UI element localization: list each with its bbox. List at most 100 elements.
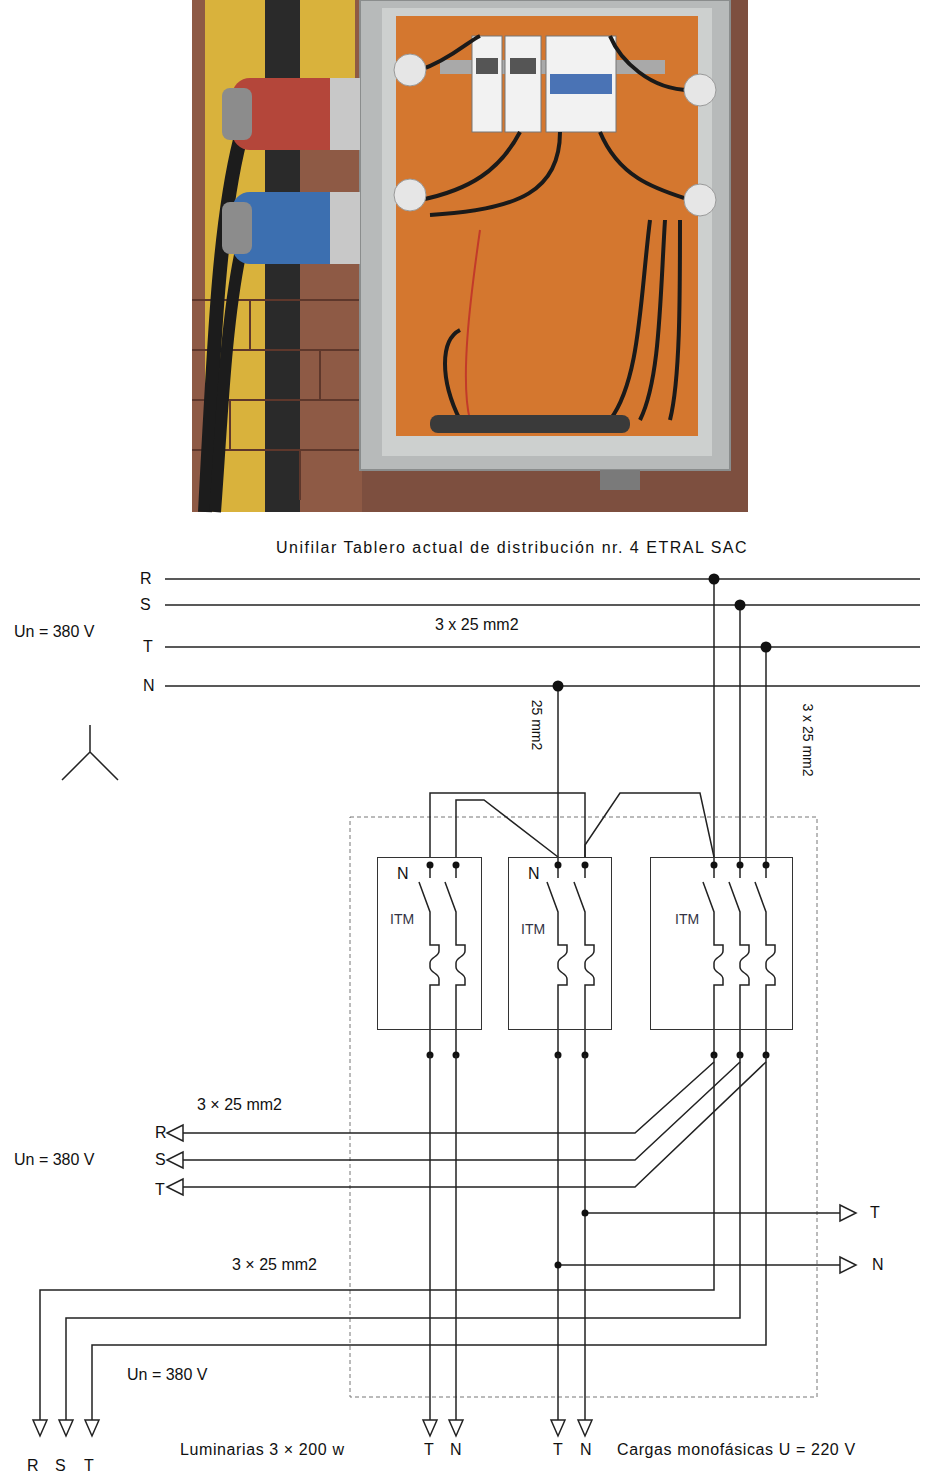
wire-label: S: [155, 1151, 166, 1169]
breaker-pole: [703, 865, 723, 1055]
photo-part: [466, 230, 480, 420]
breaker-box: N ITM: [508, 857, 612, 1030]
outgoing-wires-part: [66, 1055, 740, 1420]
photo-part: [394, 179, 426, 211]
wire-label: 3 × 25 mm2: [197, 1096, 282, 1114]
arrow-heads-part: [33, 1420, 47, 1436]
arrow-heads-part: [59, 1420, 73, 1436]
outgoing-wires-part: [585, 1212, 840, 1214]
wire-label: Un = 380 V: [14, 1151, 95, 1169]
panel-enclosure: [350, 817, 817, 1397]
breaker-pole: [755, 865, 775, 1055]
bus-lines-part: [62, 725, 118, 780]
arrow-heads-part: [167, 1179, 183, 1195]
outgoing-wires-part: [429, 1055, 431, 1420]
junction-dots-part: [761, 642, 772, 653]
device-label: ITM: [521, 920, 545, 938]
wire-label: T: [143, 638, 153, 656]
photo-part: [215, 255, 240, 512]
bus-lines-part: [165, 604, 920, 606]
terminal-dot: [453, 862, 460, 869]
bus-lines-part: [713, 579, 715, 865]
photo-part: [600, 470, 640, 490]
photo-part-part: [640, 220, 665, 420]
wire-label: 3 × 25 mm2: [232, 1256, 317, 1274]
outgoing-wires-part: [558, 1264, 840, 1266]
terminal-dot: [555, 862, 562, 869]
photo-part: [550, 74, 612, 94]
wire-label: 25 mm2: [528, 700, 546, 751]
photo-part-part: [445, 330, 460, 420]
photo-part: [472, 36, 502, 132]
arrow-heads-part: [449, 1420, 463, 1436]
wire-label: 3 x 25 mm2: [799, 703, 817, 776]
arrow-heads-part: [85, 1420, 99, 1436]
photo-part: [684, 184, 716, 216]
outgoing-wires: [40, 1055, 840, 1420]
photo-part-part: [229, 400, 231, 450]
arrow-heads-part: [840, 1257, 856, 1273]
outgoing-wires-part: [40, 1055, 714, 1420]
photo-part: [192, 0, 362, 512]
photo-part: [394, 54, 426, 86]
photo-part-part: [299, 450, 301, 500]
photo-part: [430, 415, 630, 433]
junction-dots-part: [582, 1210, 589, 1217]
photo-part: [360, 0, 730, 470]
wire-label: Cargas monofásicas U = 220 V: [617, 1441, 856, 1459]
arrow-heads-part: [423, 1420, 437, 1436]
wire-label: N: [143, 677, 155, 695]
jumper-wire: [456, 800, 558, 857]
photo-part: [476, 58, 498, 74]
photo-part-part: [610, 220, 650, 420]
photo-part: [420, 36, 690, 420]
terminal-dot: [711, 862, 718, 869]
wire-label: Un = 380 V: [127, 1366, 208, 1384]
photo-part-part: [610, 36, 690, 90]
photo-part: [205, 140, 240, 512]
breaker-poles: [419, 862, 775, 1059]
jumper-wire: [430, 793, 585, 857]
junction-dots: [555, 1210, 589, 1269]
junction-dots-part: [735, 600, 746, 611]
bus-lines-part: [165, 578, 920, 580]
wire-label: N: [580, 1441, 592, 1459]
photo-part: [192, 0, 748, 512]
photo-part-part: [420, 132, 520, 200]
terminal-dot: [737, 862, 744, 869]
photo-part: [505, 36, 541, 132]
photo-part: [222, 88, 252, 140]
bus-lines-part: [165, 646, 920, 648]
wire-label: R: [27, 1457, 39, 1475]
breaker-box: NITM: [377, 857, 482, 1030]
diagram-title: Unifilar Tablero actual de distribución …: [276, 539, 748, 557]
wire-label: T: [424, 1441, 434, 1459]
wire-label: 3 x 25 mm2: [435, 616, 519, 634]
bus-lines: [62, 579, 920, 865]
wire-label: T: [553, 1441, 563, 1459]
wire-label: T: [870, 1204, 880, 1222]
wire-label: N: [872, 1256, 884, 1274]
wire-label: Luminarias 3 × 200 w: [180, 1441, 345, 1459]
breaker-pole: [729, 865, 749, 1055]
breaker-pole: [445, 865, 465, 1055]
photo-part-part: [430, 132, 560, 215]
junction-dots-part: [553, 681, 564, 692]
photo-part: [510, 58, 536, 74]
device-label: ITM: [390, 910, 414, 928]
outgoing-wires-part: [183, 1062, 740, 1160]
terminal-dot: [582, 862, 589, 869]
terminal-dot: [427, 862, 434, 869]
junction-dots: [553, 574, 772, 692]
photo-part-part: [249, 300, 251, 350]
terminal-label: N: [528, 865, 540, 883]
breaker-pole: [419, 865, 439, 1055]
arrow-heads-part: [167, 1125, 183, 1141]
arrow-heads-part: [840, 1205, 856, 1221]
photo-part: [330, 192, 360, 264]
wire-label: S: [55, 1457, 66, 1475]
device-label: ITM: [675, 910, 699, 928]
bus-lines-part: [739, 605, 741, 865]
